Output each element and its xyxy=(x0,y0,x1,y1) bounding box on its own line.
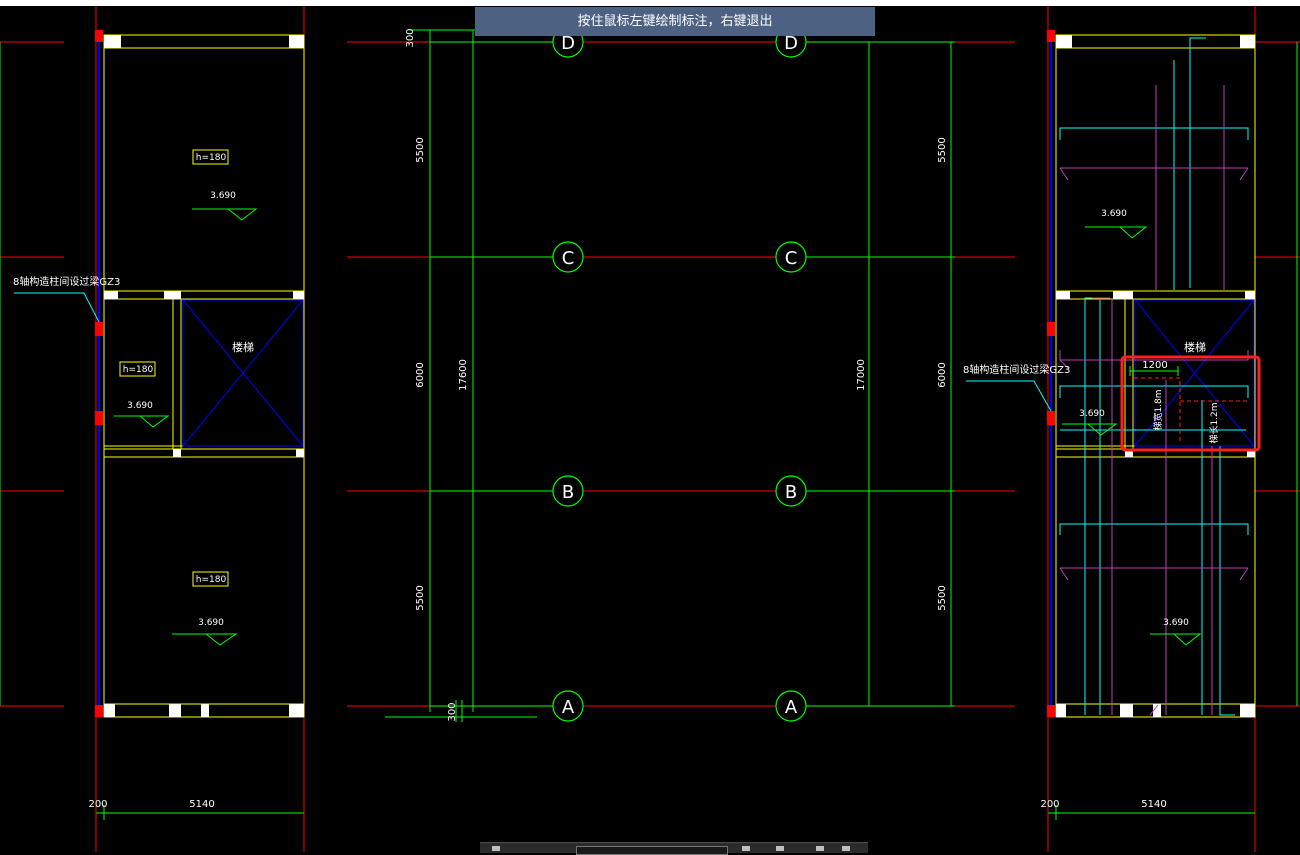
left-elev-mid: 3.690 xyxy=(127,401,153,411)
command-hint-bar: 按住鼠标左键绘制标注，右键退出 xyxy=(475,7,875,36)
left-elev-top: 3.690 xyxy=(210,191,236,201)
axis-grid xyxy=(0,6,1300,852)
command-input[interactable] xyxy=(576,846,728,855)
right-elev-bottom: 3.690 xyxy=(1163,618,1189,628)
cad-canvas[interactable]: D D C C B B A A 300 5500 6000 17600 5500… xyxy=(0,6,1300,852)
right-panel: 3.690 3.690 3.690 楼梯 8轴构造柱间设过梁GZ3 1200 梯… xyxy=(963,30,1261,810)
right-callout: 8轴构造柱间设过梁GZ3 xyxy=(963,363,1070,376)
axis-bubbles xyxy=(552,26,807,722)
dim-17000: 17000 xyxy=(856,359,867,391)
dim-6000-right: 6000 xyxy=(937,362,948,387)
status-toolbar[interactable] xyxy=(480,842,868,855)
left-dim-200: 200 xyxy=(88,799,107,810)
axis-label-a-left: A xyxy=(562,697,575,718)
right-dim-200: 200 xyxy=(1040,799,1059,810)
dim-6000-left: 6000 xyxy=(415,362,426,387)
right-stair-length: 梯长1.2m xyxy=(1208,402,1220,443)
axis-label-a-right: A xyxy=(785,697,798,718)
left-stair-label: 楼梯 xyxy=(232,340,254,354)
dimension-lines xyxy=(0,29,1298,820)
window-top-edge xyxy=(0,0,1300,6)
axis-label-b-left: B xyxy=(562,482,574,503)
selection-highlight xyxy=(1120,355,1261,452)
left-h-top: h=180 xyxy=(196,153,227,163)
dim-300-bottom: 300 xyxy=(447,702,458,721)
toolbar-icon[interactable] xyxy=(842,846,850,851)
right-dim-5140: 5140 xyxy=(1141,799,1166,810)
toolbar-icon[interactable] xyxy=(492,846,500,851)
right-stair-label: 楼梯 xyxy=(1184,340,1206,354)
right-dim-1200: 1200 xyxy=(1142,360,1167,371)
dim-5500-top-left: 5500 xyxy=(415,137,426,162)
axis-label-c-right: C xyxy=(785,248,798,269)
axis-label-b-right: B xyxy=(785,482,797,503)
left-dim-5140: 5140 xyxy=(189,799,214,810)
right-elev-top: 3.690 xyxy=(1101,209,1127,219)
dim-5500-top-right: 5500 xyxy=(937,137,948,162)
left-callout: 8轴构造柱间设过梁GZ3 xyxy=(13,275,120,288)
axis-label-d-right: D xyxy=(784,33,798,54)
left-h-bottom: h=180 xyxy=(196,575,227,585)
dim-300-top: 300 xyxy=(405,28,416,47)
axis-label-c-left: C xyxy=(562,248,575,269)
toolbar-icon[interactable] xyxy=(776,846,784,851)
dim-17600: 17600 xyxy=(458,359,469,391)
right-elev-mid: 3.690 xyxy=(1079,409,1105,419)
dim-5500-bottom-left: 5500 xyxy=(415,585,426,610)
left-elev-bottom: 3.690 xyxy=(198,618,224,628)
toolbar-icon[interactable] xyxy=(816,846,824,851)
axis-label-d-left: D xyxy=(561,33,575,54)
dim-5500-bottom-right: 5500 xyxy=(937,585,948,610)
right-stair-width: 梯宽1.8m xyxy=(1152,389,1164,430)
left-panel: h=180 h=180 h=180 3.690 3.690 3.690 楼梯 8… xyxy=(13,30,305,810)
left-h-mid: h=180 xyxy=(123,365,154,375)
toolbar-icon[interactable] xyxy=(742,846,750,851)
